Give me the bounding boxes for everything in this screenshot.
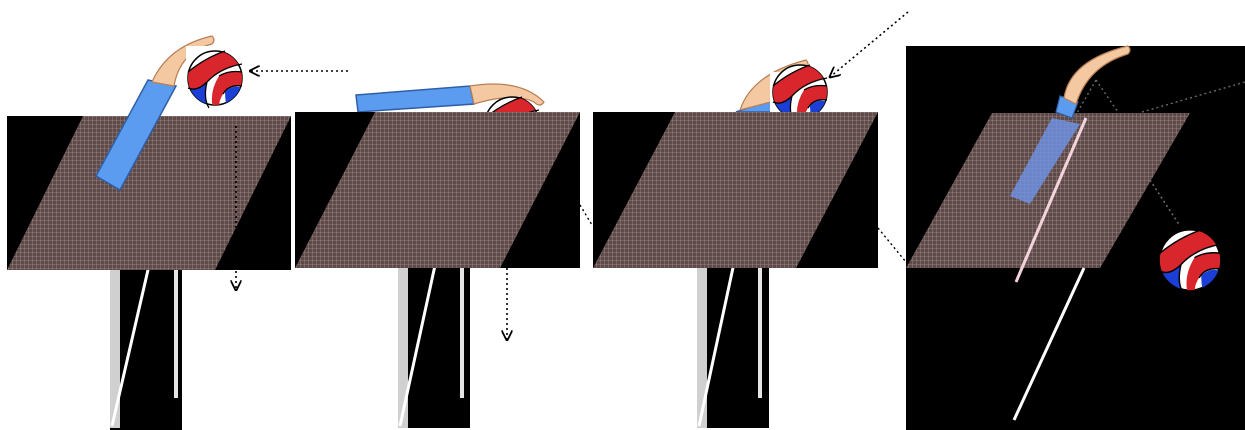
net xyxy=(906,113,1190,268)
pole-mesh xyxy=(110,266,120,428)
net xyxy=(295,112,580,268)
arrow-ball-in xyxy=(830,11,909,77)
pole-mesh xyxy=(398,266,408,428)
arm-sleeve xyxy=(355,85,475,113)
arm-hand xyxy=(1063,45,1131,105)
connector-dotted xyxy=(877,227,907,263)
net-pole xyxy=(1014,117,1088,283)
deflect-line xyxy=(1073,79,1097,119)
scene-3 xyxy=(593,11,909,428)
net-pole-lower xyxy=(1012,267,1086,421)
deflect-line xyxy=(1095,79,1119,113)
scene-2 xyxy=(295,83,593,428)
scene-4 xyxy=(906,45,1245,430)
arm-sleeve-transparent xyxy=(1010,118,1080,204)
pole-mesh xyxy=(697,266,707,428)
scene-1 xyxy=(7,35,348,430)
net xyxy=(7,116,291,270)
arrow-ball-out xyxy=(1149,179,1180,226)
net xyxy=(593,112,878,268)
connector-dotted xyxy=(579,204,593,226)
